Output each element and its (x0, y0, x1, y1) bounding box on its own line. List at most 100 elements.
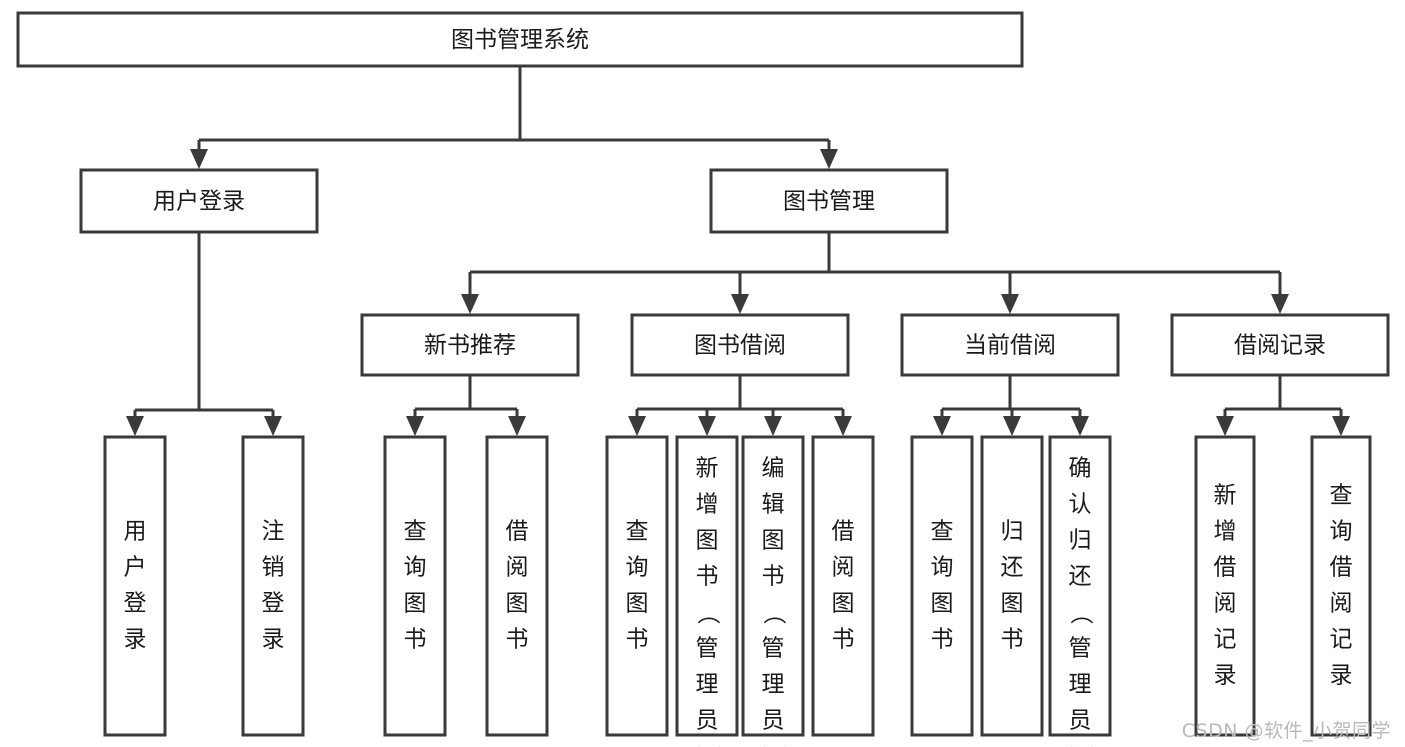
node-label-char: 图 (931, 591, 954, 617)
node-label-char: 阅 (506, 555, 529, 581)
node-label-char: 阅 (1214, 591, 1237, 617)
node-label-char: ） (761, 746, 787, 747)
arrow-head-icon (1001, 294, 1019, 314)
node-label-char: 借 (1330, 555, 1353, 581)
node-label-char: 员 (762, 708, 785, 734)
node-label-char: 询 (626, 555, 649, 581)
node-label-char: 查 (931, 519, 954, 545)
node-new-book-rec[interactable]: 新书推荐 (360, 313, 580, 377)
node-label-char: ） (695, 746, 721, 747)
node-box-leaf-confirm-return[interactable] (1048, 435, 1112, 737)
node-label-char: 图 (762, 528, 785, 554)
node-label-char: 书 (506, 627, 529, 653)
arrow-head-icon (190, 149, 208, 169)
arrow-head-icon (834, 416, 852, 436)
node-label-char: 书 (696, 564, 719, 590)
arrow-head-icon (731, 294, 749, 314)
node-label-char: 还 (1069, 564, 1092, 590)
node-label-char: 销 (262, 555, 285, 581)
node-label-root: 图书管理系统 (451, 27, 589, 53)
node-borrow-record[interactable]: 借阅记录 (1170, 313, 1390, 377)
node-leaf-user-login[interactable]: 用户登录 (103, 435, 167, 737)
node-label-char: 录 (262, 627, 285, 653)
node-box-new-book-rec[interactable] (360, 313, 580, 377)
node-box-current-borrow[interactable] (900, 313, 1120, 377)
node-box-root[interactable] (16, 11, 1024, 68)
arrow-head-icon (933, 416, 951, 436)
node-label-char: 图 (696, 528, 719, 554)
node-box-leaf-query-book[interactable] (605, 435, 669, 737)
node-label-char: 阅 (832, 555, 855, 581)
node-label-char: 记 (1214, 627, 1237, 653)
node-label-char: 确 (1069, 456, 1092, 482)
node-box-borrow-record[interactable] (1170, 313, 1390, 377)
node-label-char: 理 (1069, 672, 1092, 698)
node-box-leaf-query-book-cur[interactable] (910, 435, 974, 737)
node-label-char: 增 (1214, 519, 1237, 545)
arrow-head-icon (1332, 416, 1350, 436)
node-label-char: （ (761, 602, 787, 625)
node-box-leaf-edit-book[interactable] (741, 435, 805, 737)
node-label-char: 图 (1001, 591, 1024, 617)
node-box-leaf-query-book-rec[interactable] (383, 435, 447, 737)
node-label-char: 书 (931, 627, 954, 653)
arrow-head-icon (126, 416, 144, 436)
node-label-char: 新 (696, 456, 719, 482)
node-label-char: 编 (762, 456, 785, 482)
arrow-head-icon (628, 416, 646, 436)
node-box-leaf-borrow-book-rec[interactable] (485, 435, 549, 737)
node-label-char: 录 (1214, 663, 1237, 689)
node-book-borrow[interactable]: 图书借阅 (630, 313, 850, 377)
node-label-char: 图 (506, 591, 529, 617)
node-label-char: 阅 (1330, 591, 1353, 617)
node-root[interactable]: 图书管理系统 (16, 11, 1024, 68)
node-box-user-login[interactable] (79, 168, 319, 234)
node-book-manage[interactable]: 图书管理 (709, 168, 949, 234)
arrow-head-icon (1271, 294, 1289, 314)
node-label-char: 查 (626, 519, 649, 545)
node-box-leaf-logout[interactable] (241, 435, 305, 737)
node-label-char: 借 (1214, 555, 1237, 581)
node-label-borrow-record: 借阅记录 (1234, 333, 1326, 359)
node-box-leaf-return-book[interactable] (980, 435, 1044, 737)
nodes-layer: 图书管理系统用户登录图书管理新书推荐图书借阅当前借阅借阅记录用户登录注销登录查询… (16, 11, 1390, 747)
node-label-char: 理 (762, 672, 785, 698)
node-box-leaf-add-record[interactable] (1194, 435, 1256, 737)
node-box-book-borrow[interactable] (630, 313, 850, 377)
node-label-char: 员 (696, 708, 719, 734)
arrow-head-icon (508, 416, 526, 436)
node-label-char: 书 (832, 627, 855, 653)
node-label-char: 户 (124, 555, 147, 581)
node-label-char: 图 (832, 591, 855, 617)
node-label-char: 辑 (762, 492, 785, 518)
node-label-char: 查 (404, 519, 427, 545)
node-user-login[interactable]: 用户登录 (79, 168, 319, 234)
node-label-char: 询 (404, 555, 427, 581)
node-box-leaf-add-book[interactable] (675, 435, 739, 737)
node-box-leaf-user-login[interactable] (103, 435, 167, 737)
node-label-char: 图 (404, 591, 427, 617)
node-current-borrow[interactable]: 当前借阅 (900, 313, 1120, 377)
node-box-leaf-borrow-book[interactable] (811, 435, 875, 737)
node-box-leaf-query-record[interactable] (1310, 435, 1372, 737)
node-label-char: 还 (1001, 555, 1024, 581)
node-label-char: 理 (696, 672, 719, 698)
node-label-char: 认 (1069, 492, 1092, 518)
node-box-book-manage[interactable] (709, 168, 949, 234)
node-label-char: 书 (626, 627, 649, 653)
arrow-head-icon (820, 149, 838, 169)
arrow-head-icon (698, 416, 716, 436)
node-label-char: 书 (762, 564, 785, 590)
